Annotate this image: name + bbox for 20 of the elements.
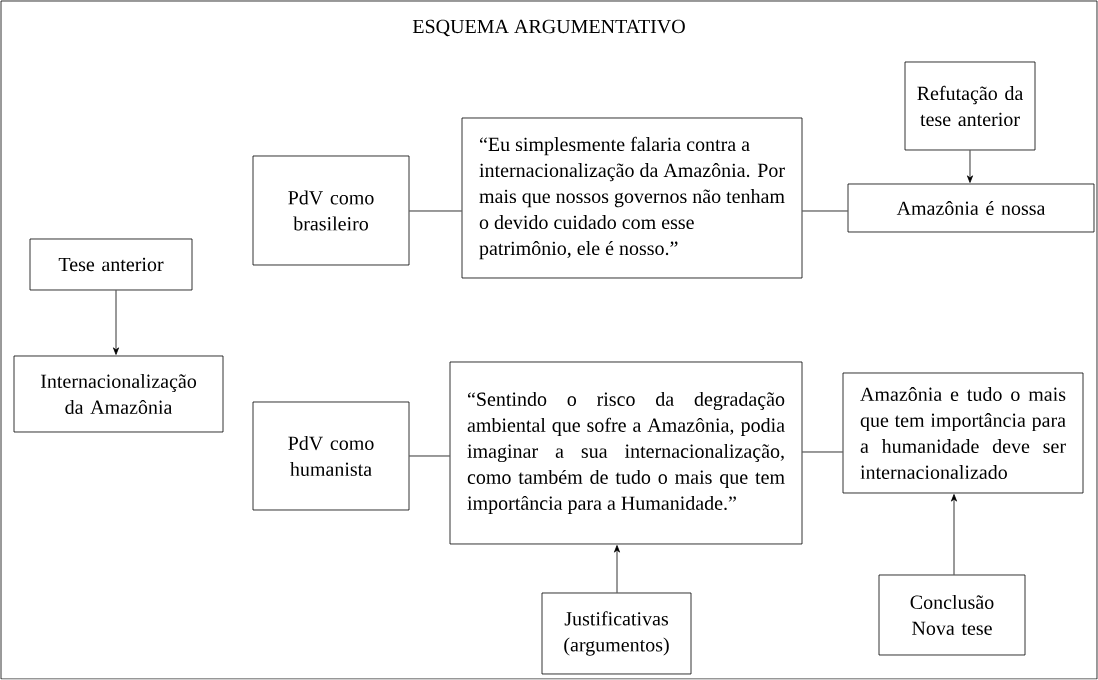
text-box: Tese anterior bbox=[29, 238, 193, 291]
connector bbox=[409, 210, 462, 212]
text-box: Amazônia e tudo o mais que tem importância para a humanidade deve ser internacionalizado bbox=[842, 372, 1084, 494]
text-box: Internacionalização da Amazônia bbox=[13, 355, 224, 433]
connector bbox=[113, 290, 119, 355]
text-box: Refutação da tese anterior bbox=[904, 61, 1036, 151]
text-box: “Sentindo o risco da degradação ambiental que sofre a Amazônia, podia imaginar a sua internacionalização, como também de tudo o mais que tem importância para a Humanidade.” bbox=[449, 361, 803, 545]
text-box: Justificativas (argumentos) bbox=[541, 592, 692, 675]
text-box: Conclusão Nova tese bbox=[878, 574, 1026, 656]
text-box: “Eu simplesmente falaria contra a internacionalização da Amazônia. Por mais que nossos governos não tenham o devido cuidado com esse patrimônio, ele é nosso.” bbox=[461, 117, 803, 279]
text-box: PdV como brasileiro bbox=[252, 155, 410, 266]
connector bbox=[802, 210, 848, 212]
connector bbox=[409, 455, 450, 457]
title: ESQUEMA ARGUMENTATIVO bbox=[412, 19, 685, 37]
text-box: Amazônia é nossa bbox=[847, 183, 1095, 233]
text-box: PdV como humanista bbox=[252, 401, 410, 511]
connector bbox=[951, 494, 957, 575]
connector bbox=[802, 451, 843, 453]
connector bbox=[967, 150, 973, 183]
connector bbox=[614, 545, 620, 593]
